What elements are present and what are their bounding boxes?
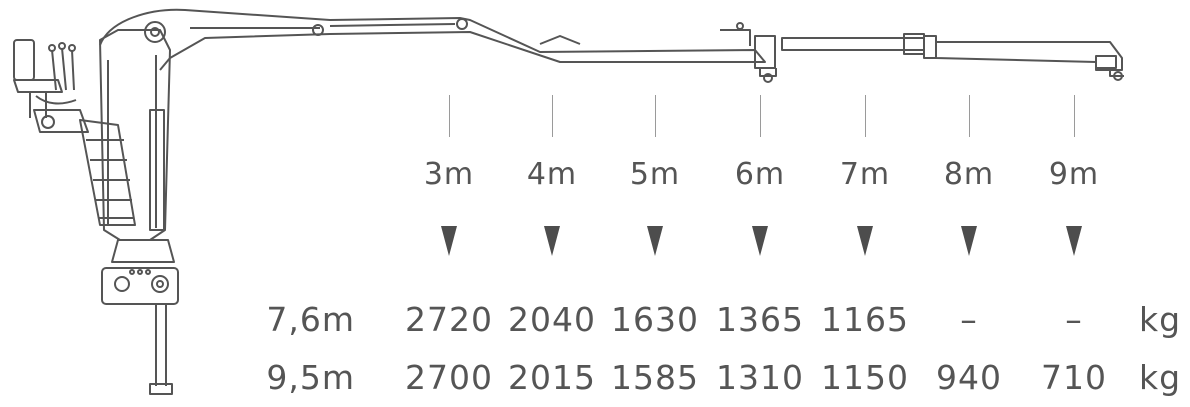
operator-seat bbox=[13, 39, 89, 133]
load-value-5m: 1585 bbox=[611, 358, 699, 397]
load-value-6m: 1365 bbox=[716, 300, 804, 339]
distance-marker-5m: 5m bbox=[625, 95, 685, 256]
down-arrow-icon bbox=[647, 226, 663, 256]
load-value-4m: 2040 bbox=[508, 300, 596, 339]
load-value-8m: 940 bbox=[936, 358, 1002, 397]
load-value-4m: 2015 bbox=[508, 358, 596, 397]
distance-tick bbox=[448, 95, 450, 137]
down-arrow-icon bbox=[961, 226, 977, 256]
slewing-base bbox=[101, 239, 179, 305]
distance-marker-3m: 3m bbox=[419, 95, 479, 256]
load-value-9m: – bbox=[1065, 300, 1083, 339]
distance-marker-9m: 9m bbox=[1044, 95, 1104, 256]
unit-label: kg bbox=[1138, 300, 1182, 339]
distance-label: 3m bbox=[423, 157, 475, 192]
main-boom bbox=[99, 8, 766, 71]
extension-boom bbox=[720, 22, 1124, 83]
distance-tick bbox=[654, 95, 656, 137]
reach-label: 7,6m bbox=[266, 300, 355, 339]
load-row-7-6m: 7,6m 2720 2040 1630 1365 1165 – – kg bbox=[0, 300, 1190, 344]
load-value-9m: 710 bbox=[1041, 358, 1107, 397]
crane-column bbox=[79, 29, 171, 241]
down-arrow-icon bbox=[1066, 226, 1082, 256]
load-value-7m: 1165 bbox=[821, 300, 909, 339]
load-value-8m: – bbox=[960, 300, 978, 339]
distance-tick bbox=[551, 95, 553, 137]
distance-marker-7m: 7m bbox=[835, 95, 895, 256]
load-value-3m: 2700 bbox=[405, 358, 493, 397]
reach-label: 9,5m bbox=[266, 358, 355, 397]
load-value-3m: 2720 bbox=[405, 300, 493, 339]
load-value-5m: 1630 bbox=[611, 300, 699, 339]
load-value-6m: 1310 bbox=[716, 358, 804, 397]
down-arrow-icon bbox=[857, 226, 873, 256]
down-arrow-icon bbox=[544, 226, 560, 256]
load-row-9-5m: 9,5m 2700 2015 1585 1310 1150 940 710 kg bbox=[0, 358, 1190, 402]
distance-label: 9m bbox=[1048, 157, 1100, 192]
distance-label: 8m bbox=[943, 157, 995, 192]
distance-tick bbox=[968, 95, 970, 137]
distance-marker-6m: 6m bbox=[730, 95, 790, 256]
distance-marker-4m: 4m bbox=[522, 95, 582, 256]
distance-tick bbox=[759, 95, 761, 137]
distance-label: 7m bbox=[839, 157, 891, 192]
distance-tick bbox=[864, 95, 866, 137]
down-arrow-icon bbox=[441, 226, 457, 256]
distance-label: 4m bbox=[526, 157, 578, 192]
stabilizer-leg bbox=[149, 304, 173, 395]
distance-label: 6m bbox=[734, 157, 786, 192]
distance-marker-8m: 8m bbox=[939, 95, 999, 256]
distance-tick bbox=[1073, 95, 1075, 137]
down-arrow-icon bbox=[752, 226, 768, 256]
distance-label: 5m bbox=[629, 157, 681, 192]
load-value-7m: 1150 bbox=[821, 358, 909, 397]
unit-label: kg bbox=[1138, 358, 1182, 397]
